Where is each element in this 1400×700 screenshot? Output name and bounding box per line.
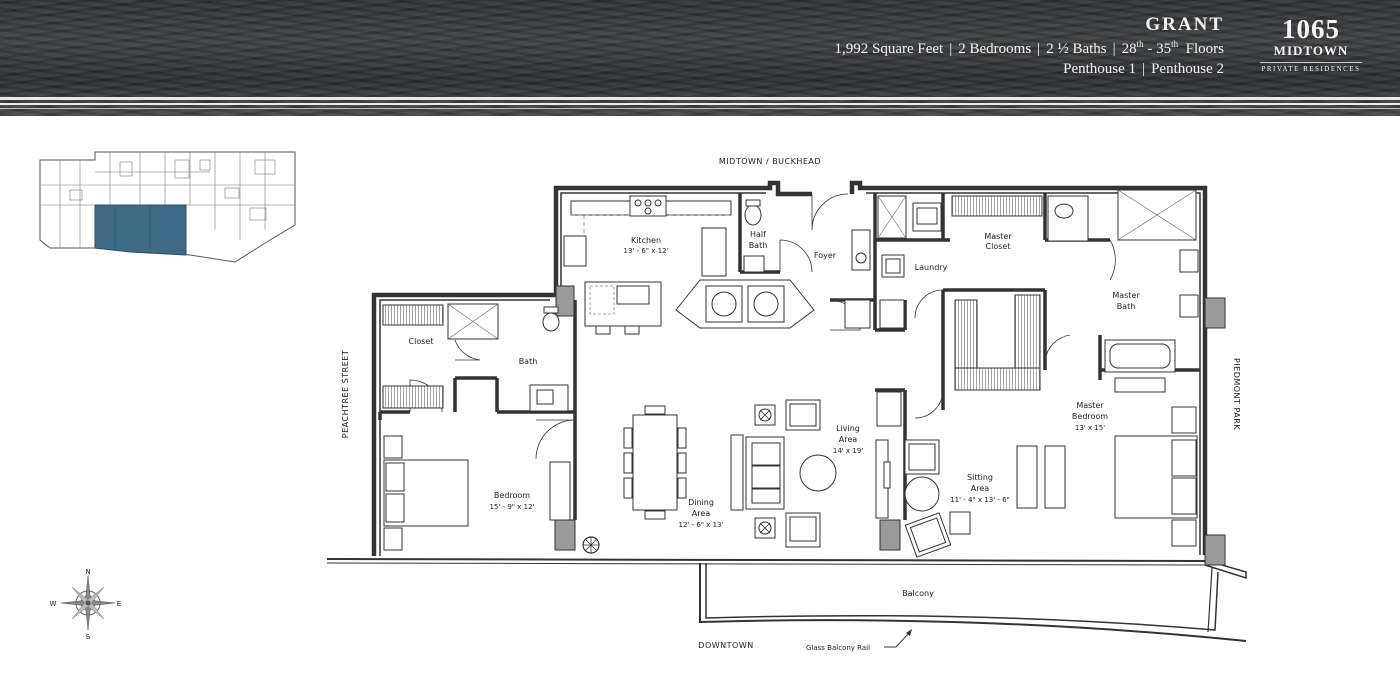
- kitchen-dims: 13' - 6" x 12': [624, 247, 669, 255]
- living-label-1: Living: [836, 424, 860, 433]
- compass-w: W: [50, 600, 57, 608]
- half-bath-label-2: Bath: [749, 241, 768, 250]
- closet-label: Closet: [409, 337, 434, 346]
- glass-rail-annotation: Glass Balcony Rail: [806, 629, 912, 652]
- half-bath-label-1: Half: [750, 230, 766, 239]
- structural-columns: [554, 285, 1226, 566]
- wood-texture: [0, 0, 1400, 116]
- bedroom-furniture: Bedroom 15' - 9" x 12': [383, 435, 571, 551]
- interior-walls: [378, 193, 1200, 520]
- header-stripe: [0, 108, 1400, 109]
- header-stripe: [0, 97, 1400, 100]
- plan-name: GRANT: [1145, 14, 1224, 35]
- logo-tagline: PRIVATE RESIDENCES: [1260, 62, 1362, 73]
- master-bedroom-dims: 13' x 15': [1075, 424, 1105, 432]
- master-bath-label-2: Bath: [1117, 302, 1136, 311]
- arrow-icon: [906, 629, 912, 636]
- square-feet: 1,992 Square Feet: [834, 41, 944, 57]
- bedrooms: 2 Bedrooms: [958, 41, 1032, 57]
- direction-bottom: DOWNTOWN: [698, 641, 753, 650]
- laundry-label: Laundry: [915, 263, 948, 272]
- header-stripe: [0, 103, 1400, 105]
- dining-label-2: Area: [692, 509, 711, 518]
- plan-specs: 1,992 Square Feet|2 Bedrooms|2 ½ Baths|2…: [834, 39, 1225, 57]
- kitchen-label: Kitchen: [631, 236, 661, 245]
- floors-to: 35: [1156, 41, 1172, 57]
- living-label-2: Area: [839, 435, 858, 444]
- floor-plan: N S E W Balcony: [39, 151, 1247, 652]
- unit-2: Penthouse 2: [1151, 61, 1224, 77]
- half-bath-fixtures: Half Bath: [743, 199, 768, 273]
- master-closet-fixtures: Master Closet: [951, 195, 1043, 391]
- key-plan: [39, 151, 296, 263]
- baths: 2 ½ Baths: [1046, 41, 1107, 57]
- dining-dims: 12' - 6" x 13': [679, 521, 724, 529]
- plant-icon: [582, 536, 600, 554]
- brand-logo: 1065 MIDTOWN PRIVATE RESIDENCES: [1260, 16, 1362, 73]
- master-bedroom-label-1: Master: [1076, 401, 1104, 410]
- sitting-furniture: Sitting Area 11' - 4" x 13' - 6": [904, 439, 1010, 558]
- unit-1: Penthouse 1: [1063, 61, 1137, 77]
- direction-top: MIDTOWN / BUCKHEAD: [719, 157, 821, 166]
- master-closet-label-2: Closet: [986, 242, 1011, 251]
- floors-from: 28: [1121, 41, 1137, 57]
- floors-to-suffix: th: [1171, 39, 1179, 49]
- bedroom-label: Bedroom: [494, 491, 530, 500]
- direction-right: PIEDMONT PARK: [1232, 358, 1241, 430]
- balcony: Balcony: [699, 559, 1247, 642]
- compass-n: N: [85, 568, 90, 576]
- closet-bath-fixtures: Closet Bath: [382, 303, 569, 412]
- bedroom-dims: 15' - 9" x 12': [490, 503, 535, 511]
- floors-word: Floors: [1185, 41, 1224, 57]
- plan-units: Penthouse 1|Penthouse 2: [1063, 61, 1224, 77]
- compass-e: E: [117, 600, 121, 608]
- logo-name: MIDTOWN: [1273, 43, 1349, 58]
- header-banner: GRANT 1,992 Square Feet|2 Bedrooms|2 ½ B…: [0, 0, 1400, 116]
- living-dims: 14' x 19': [833, 447, 863, 455]
- highlighted-unit: [94, 204, 187, 256]
- bath-label: Bath: [519, 357, 538, 366]
- direction-left: PEACHTREE STREET: [341, 350, 350, 438]
- exterior-walls: [326, 180, 1208, 566]
- compass-s: S: [86, 633, 91, 641]
- living-furniture: Living Area 14' x 19': [730, 391, 902, 548]
- dining-furniture: Dining Area 12' - 6" x 13': [582, 405, 724, 554]
- master-bath-label-1: Master: [1112, 291, 1140, 300]
- sitting-label-1: Sitting: [967, 473, 993, 482]
- logo-number: 1065: [1282, 14, 1340, 44]
- glass-rail-label: Glass Balcony Rail: [806, 644, 870, 652]
- sitting-label-2: Area: [971, 484, 990, 493]
- master-bedroom-furniture: Master Bedroom 13' x 15': [1016, 401, 1198, 547]
- kitchen-fixtures: Kitchen 13' - 6" x 12': [563, 195, 815, 335]
- dining-label-1: Dining: [688, 498, 714, 507]
- foyer-label: Foyer: [814, 251, 837, 260]
- master-bath-fixtures: Master Bath: [1047, 189, 1199, 393]
- master-bedroom-label-2: Bedroom: [1072, 412, 1108, 421]
- floors-from-suffix: th: [1136, 39, 1144, 49]
- master-closet-label-1: Master: [984, 232, 1012, 241]
- foyer-laundry-fixtures: Foyer Laundry: [814, 195, 948, 329]
- balcony-label: Balcony: [902, 589, 934, 598]
- compass-rose-icon: N S E W: [50, 568, 122, 641]
- sitting-dims: 11' - 4" x 13' - 6": [950, 496, 1010, 504]
